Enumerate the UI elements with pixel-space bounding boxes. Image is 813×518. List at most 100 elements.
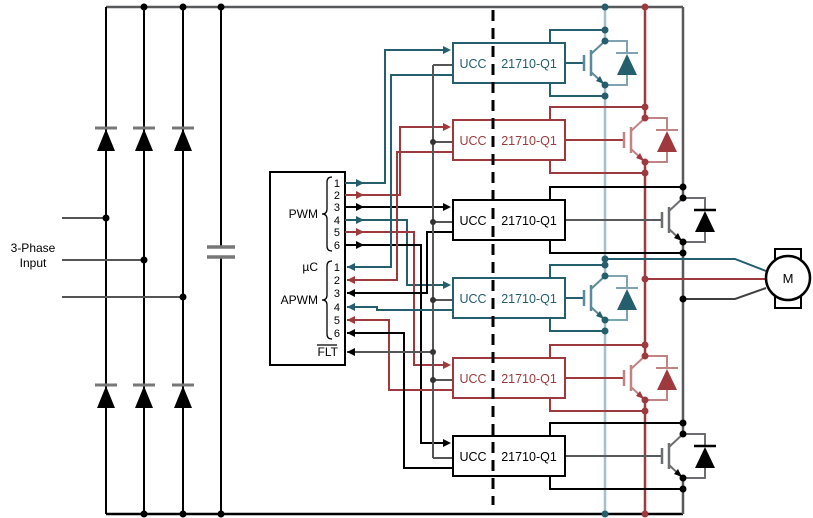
arrow-right-icon — [443, 46, 451, 54]
driver-name-label: UCC — [459, 292, 486, 306]
junction-dot — [679, 485, 687, 493]
junction-dot — [601, 327, 609, 335]
fault-pin-label: FLT — [318, 345, 339, 359]
junction-dot — [641, 169, 649, 177]
power-stage-row-2: UCC 21710-Q1 — [452, 103, 678, 177]
apwm-wires — [347, 74, 453, 469]
arrow-right-icon — [443, 439, 451, 447]
emitter-arrow-icon — [674, 233, 682, 241]
pwm-entry-arrows — [443, 46, 451, 447]
diode-icon — [174, 386, 192, 408]
igbt-icon — [660, 197, 684, 243]
junction-dot — [641, 407, 649, 415]
rail-junction-dots — [140, 3, 225, 518]
junction-dot — [679, 194, 687, 202]
driver-name-label: UCC — [459, 372, 486, 386]
apwm1-wire — [347, 74, 453, 268]
junction-dot — [679, 295, 687, 303]
junction-dot — [217, 510, 225, 518]
igbt-terminals — [668, 433, 684, 479]
pwm6-wire — [345, 244, 448, 444]
freewheel-diode-icon — [617, 289, 637, 310]
junction-dot — [641, 396, 649, 404]
igbt-terminals — [590, 275, 606, 321]
driver-sense-wires — [549, 186, 683, 254]
power-stage-row-3: UCC 21710-Q1 — [452, 183, 716, 257]
junction-dot — [179, 510, 187, 518]
arrow-right-icon — [443, 203, 451, 211]
emitter-arrow-icon — [636, 391, 644, 399]
driver-sense-wires — [549, 29, 605, 97]
igbt-icon — [660, 433, 684, 479]
igbt-icon — [582, 40, 606, 86]
pwm-wires — [345, 49, 448, 444]
apwm6-wire — [347, 332, 453, 469]
apwm3-wire — [347, 231, 453, 294]
pwm-group-label: PWM — [289, 207, 318, 221]
junction-dot — [679, 474, 687, 482]
gate-driver-box — [452, 119, 566, 161]
igbt-icon — [622, 117, 646, 163]
junction-dot — [430, 377, 436, 383]
driver-name-label: UCC — [459, 450, 486, 464]
input-lines — [62, 217, 183, 298]
freewheel-diode-icon — [695, 447, 715, 468]
junction-dot — [641, 114, 649, 122]
junction-dot — [641, 341, 649, 349]
junction-dot — [679, 430, 687, 438]
driver-part-label: 21710-Q1 — [501, 57, 557, 71]
igbt-terminals — [630, 117, 646, 163]
power-stage-row-4: UCC 21710-Q1 — [452, 261, 638, 335]
diode-icon — [135, 386, 153, 408]
freewheel-diode-frame — [683, 197, 706, 243]
pwm-source-arrows — [356, 179, 364, 249]
apwm-pin-5: 5 — [334, 315, 340, 327]
igbt-terminals — [590, 40, 606, 86]
pwm-pin-6: 6 — [334, 240, 340, 252]
junction-dot — [679, 238, 687, 246]
apwm-pin-2: 2 — [334, 275, 340, 287]
input-label-line2: Input — [20, 256, 47, 270]
junction-dot — [179, 293, 187, 301]
junction-dot — [679, 183, 687, 191]
pwm-pin-4: 4 — [334, 215, 340, 227]
junction-dot — [679, 419, 687, 427]
driver-part-label: 21710-Q1 — [501, 134, 557, 148]
apwm-pin-6: 6 — [334, 328, 340, 340]
pwm-brace — [321, 176, 333, 252]
junction-dot — [601, 26, 609, 34]
pwm-pin-2: 2 — [334, 190, 340, 202]
junction-dot — [679, 249, 687, 257]
gate-driver-box — [452, 277, 566, 319]
arrow-left-icon — [347, 348, 355, 356]
arrow-left-icon — [347, 316, 355, 324]
arrow-right-icon — [443, 123, 451, 131]
emitter-arrow-icon — [636, 153, 644, 161]
dc-link-capacitor — [207, 7, 235, 514]
gate-driver-box — [452, 357, 566, 399]
freewheel-diode-icon — [617, 54, 637, 75]
power-stage-row-1: UCC 21710-Q1 — [452, 26, 638, 100]
junction-dot — [179, 3, 187, 11]
apwm-pin-3: 3 — [334, 288, 340, 300]
junction-dot — [601, 92, 609, 100]
diode-icon — [135, 129, 153, 151]
driver-part-label: 21710-Q1 — [501, 372, 557, 386]
arrow-left-icon — [347, 289, 355, 297]
junction-dot — [430, 349, 436, 355]
freewheel-diode-icon — [657, 369, 677, 390]
freewheel-diode-icon — [657, 131, 677, 152]
emitter-arrow-icon — [596, 311, 604, 319]
freewheel-diode-icon — [695, 211, 715, 232]
three-phase-input: 3-Phase Input — [11, 214, 187, 301]
junction-dot — [430, 297, 436, 303]
driver-name-label: UCC — [459, 134, 486, 148]
gate-driver-box — [452, 42, 566, 84]
driver-sense-wires — [549, 344, 645, 412]
junction-dot — [641, 352, 649, 360]
freewheel-diode-frame — [645, 117, 678, 163]
phase-rails — [601, 3, 685, 518]
microcontroller-block: PWM µC APWM 1 2 3 4 5 6 1 2 3 4 5 6 FLT — [269, 171, 346, 366]
apwm-pin-1: 1 — [334, 262, 340, 274]
